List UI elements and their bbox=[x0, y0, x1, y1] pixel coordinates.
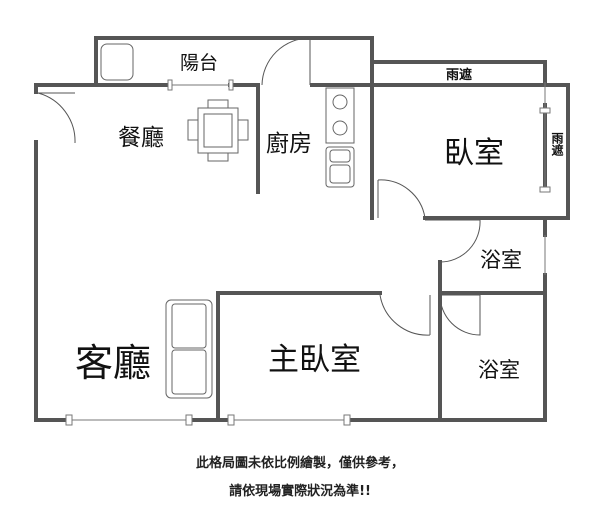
room-label-rain-cover-side: 雨遮 bbox=[550, 132, 564, 156]
disclaimer-line2: 請依現場實際狀況為準!! bbox=[229, 484, 371, 499]
bedroom-door bbox=[377, 179, 426, 219]
balcony-wall bbox=[94, 36, 374, 220]
windows bbox=[65, 79, 551, 426]
disclaimer-line1: 此格局圖未依比例繪製，僅供參考， bbox=[195, 456, 404, 471]
room-label-balcony: 陽台 bbox=[180, 52, 219, 74]
fixtures bbox=[100, 43, 355, 399]
bath1-door bbox=[425, 219, 481, 263]
room-label-bathroom1: 浴室 bbox=[480, 248, 522, 272]
balcony-door bbox=[261, 37, 311, 86]
washing-machine-icon bbox=[100, 43, 134, 81]
room-label-living: 客廳 bbox=[75, 341, 152, 385]
room-label-bedroom: 臥室 bbox=[444, 136, 504, 171]
room-label-kitchen: 廚房 bbox=[266, 131, 312, 157]
room-label-bathroom2: 浴室 bbox=[478, 358, 520, 382]
sofa-icon bbox=[165, 299, 213, 399]
room-label-rain-cover-top: 雨遮 bbox=[446, 68, 473, 83]
master-door bbox=[379, 294, 431, 336]
room-label-dining: 餐廳 bbox=[118, 125, 164, 151]
stove-icon bbox=[325, 87, 355, 144]
sink-icon bbox=[325, 146, 355, 188]
room-label-master-bedroom: 主臥室 bbox=[268, 342, 361, 378]
bath2-door bbox=[439, 294, 481, 336]
walls bbox=[34, 36, 570, 422]
bedroom-outer-wall bbox=[310, 83, 570, 220]
doors bbox=[37, 37, 481, 336]
entry-door bbox=[37, 92, 76, 144]
